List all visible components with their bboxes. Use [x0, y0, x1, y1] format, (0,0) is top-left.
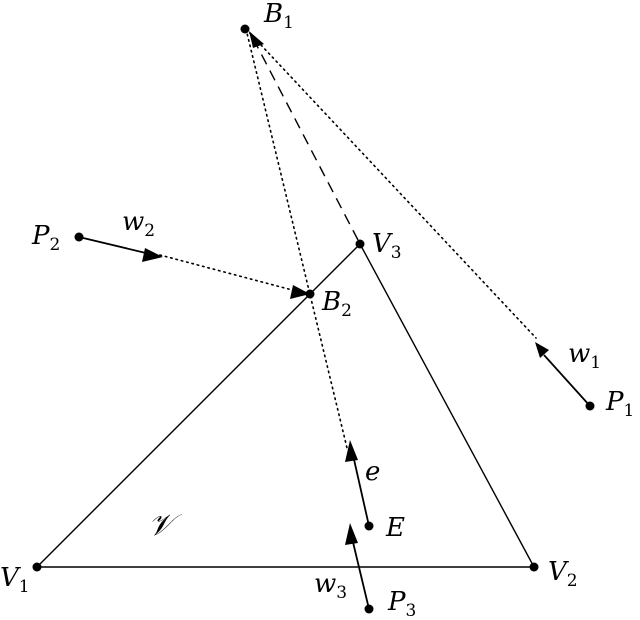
label-b1: B1: [263, 0, 294, 33]
label-w2: w2: [122, 207, 155, 241]
points: [32, 24, 595, 614]
label-v3: V3: [372, 229, 402, 263]
e-arrowhead: [345, 440, 358, 462]
e-arrow-shaft: [352, 454, 370, 527]
label-v1: V1: [0, 563, 30, 597]
label-p2: P2: [31, 221, 60, 255]
point-b1: [240, 24, 250, 34]
label-w3: w3: [314, 569, 347, 603]
point-v3: [355, 239, 365, 249]
triangle-v: [36, 243, 535, 568]
point-e: [364, 521, 374, 531]
label-b2: B2: [321, 287, 352, 321]
w2-arrowhead: [142, 248, 163, 262]
label-w1: w1: [568, 339, 601, 373]
dotted-line-b1-e: [245, 28, 348, 449]
w2-arrow-shaft: [78, 236, 151, 255]
point-p1: [585, 401, 595, 411]
edge-v3-v1: [36, 243, 361, 568]
w3-arrow-shaft: [351, 537, 370, 610]
b2-arrowhead: [290, 285, 310, 299]
point-p3: [364, 604, 374, 614]
w1-arrow-shaft: [543, 354, 591, 407]
label-p1: P1: [605, 387, 634, 421]
edge-v2-v3: [359, 243, 535, 568]
label-v2: V2: [548, 557, 578, 591]
w3-arrowhead: [345, 523, 358, 545]
label-e-vector: e: [365, 457, 380, 487]
label-p3: P3: [387, 587, 416, 620]
label-e-point: E: [385, 513, 405, 543]
w1-arrowhead: [535, 342, 549, 358]
arrowhead-into-b1: [249, 31, 264, 48]
dashed-line-v3-b1: [254, 41, 359, 241]
dotted-line-p2-b2: [159, 254, 297, 292]
point-p2: [74, 232, 84, 242]
point-v1: [32, 562, 42, 572]
dotted-line-b1-p1: [245, 28, 537, 339]
point-v2: [529, 562, 539, 572]
label-region-v: 𝒱: [148, 508, 182, 543]
point-b2: [305, 289, 315, 299]
